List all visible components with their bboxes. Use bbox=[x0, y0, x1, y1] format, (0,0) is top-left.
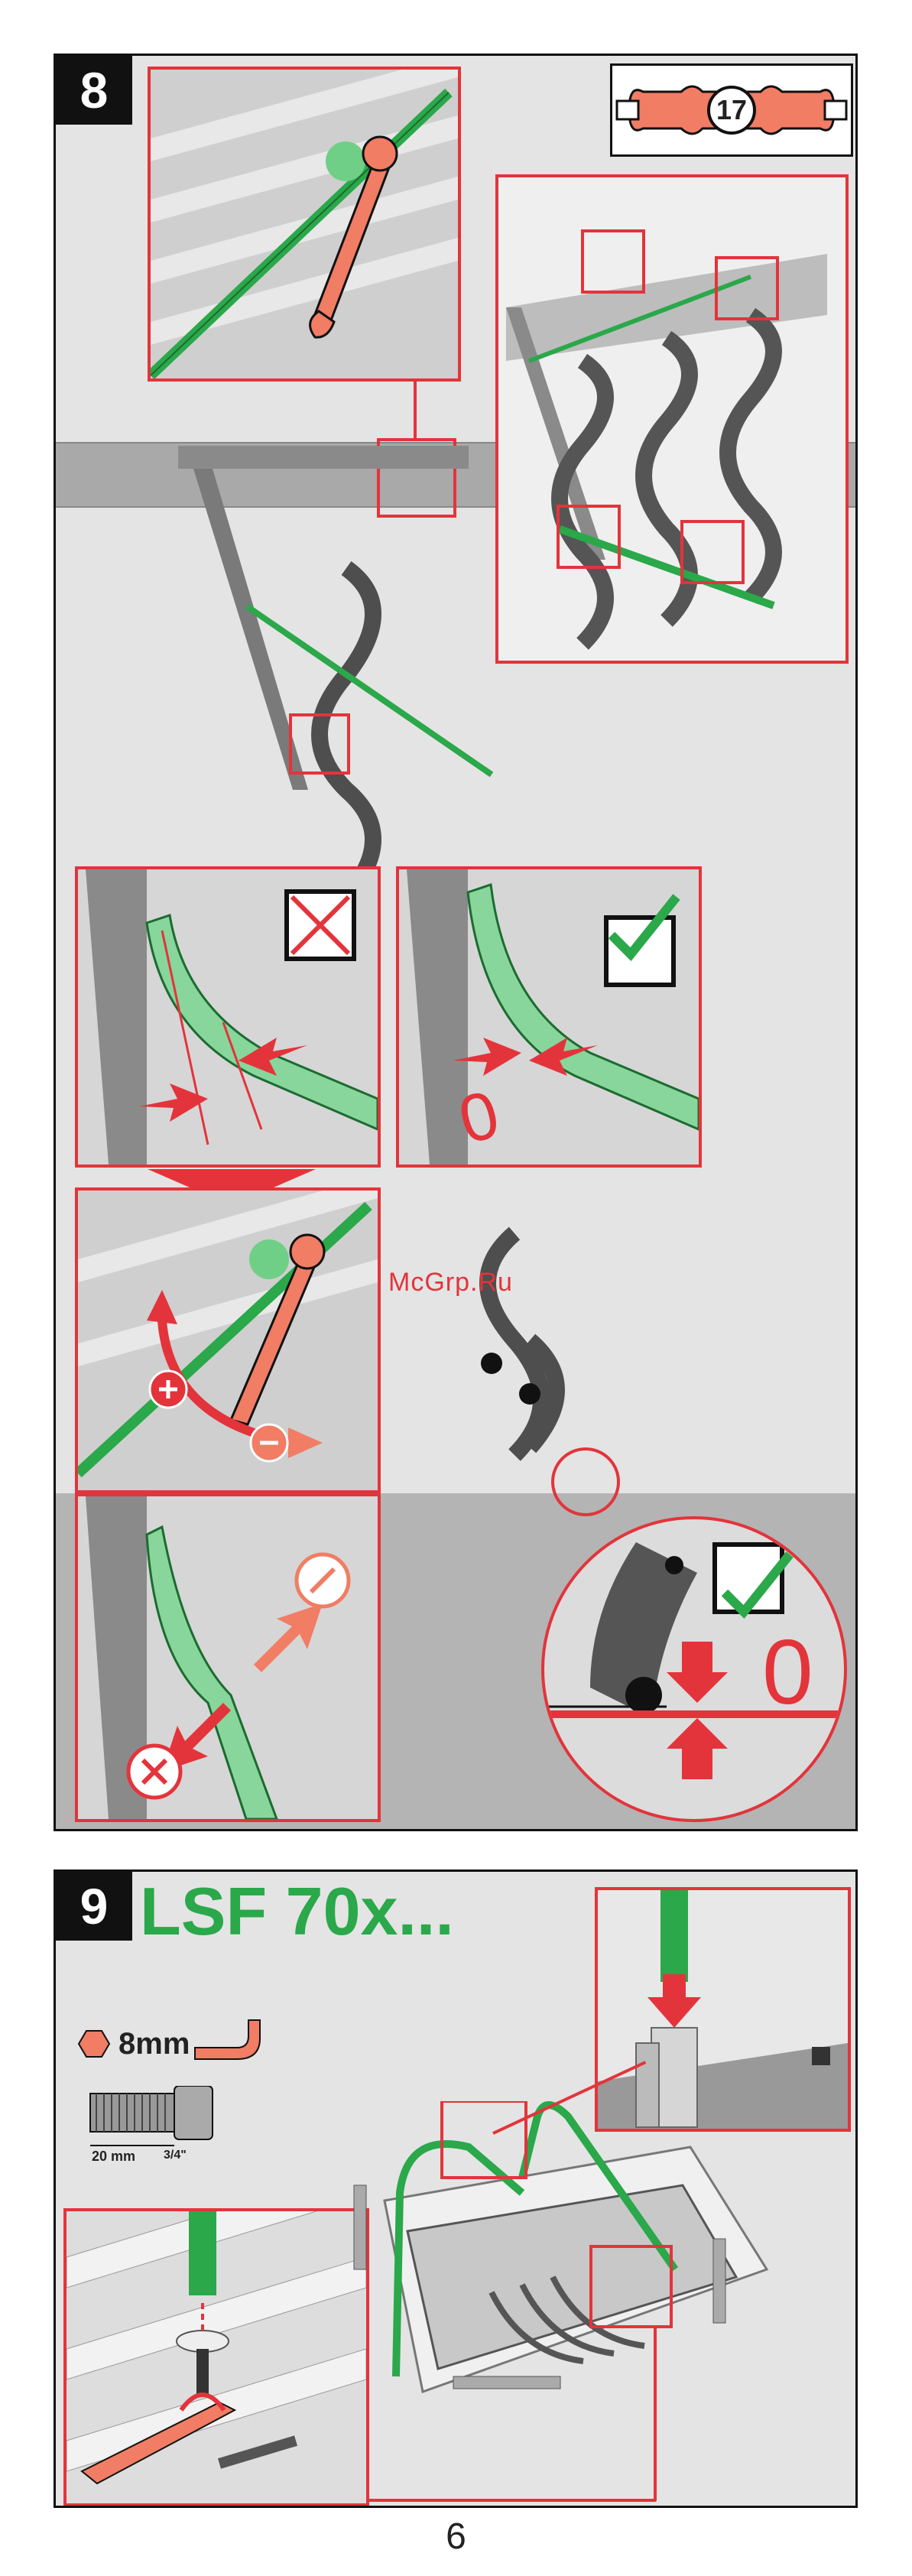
cross-checkbox bbox=[284, 889, 356, 961]
step-9-number: 9 bbox=[56, 1872, 132, 1941]
step-8-number: 8 bbox=[56, 56, 132, 125]
model-title: LSF 70x... bbox=[140, 1878, 454, 1945]
cross-icon bbox=[289, 894, 352, 957]
pivot-callout-circle bbox=[551, 1447, 620, 1516]
zero-gap-label-large: 0 bbox=[762, 1626, 813, 1718]
link-callout-box bbox=[289, 713, 350, 775]
hex-key-size: 8mm bbox=[118, 2025, 190, 2063]
detail-bolt-hatch bbox=[63, 2208, 369, 2506]
hatch-installation-drawing bbox=[339, 2101, 813, 2506]
detail-direction-arrows bbox=[75, 1493, 381, 1822]
detail-bolt-adjust bbox=[148, 67, 461, 382]
callout-line-bolt bbox=[369, 2499, 656, 2502]
hex-key-tool: 8mm bbox=[73, 2017, 302, 2071]
detail-pivot-zero: 0 bbox=[541, 1516, 847, 1822]
callout-line-bolt-vert bbox=[654, 2327, 657, 2501]
detail-gap-correct: 0 bbox=[396, 866, 702, 1168]
bolt-thread: 3/4" bbox=[164, 2149, 187, 2162]
detail-rail-insert bbox=[595, 1887, 851, 2132]
wrench-badge: 17 bbox=[610, 63, 853, 157]
bolt-spec: 20 mm 3/4" bbox=[75, 2086, 228, 2170]
check-checkbox-large bbox=[712, 1542, 784, 1614]
step-8-panel: 8 17 bbox=[54, 54, 858, 1831]
check-icon bbox=[717, 1547, 794, 1623]
check-checkbox bbox=[604, 915, 676, 987]
watermark-text: McGrp.Ru bbox=[388, 1268, 513, 1298]
check-icon bbox=[604, 889, 680, 966]
bolt-length: 20 mm bbox=[92, 2149, 135, 2165]
detail-wrench-adjust bbox=[75, 1187, 381, 1493]
detail-gap-wrong bbox=[75, 866, 381, 1168]
wrench-size-label: 17 bbox=[709, 90, 755, 130]
step-9-panel: 9 LSF 70x... 8mm 20 mm 3/4" bbox=[54, 1869, 858, 2508]
page-number: 6 bbox=[0, 2516, 912, 2558]
